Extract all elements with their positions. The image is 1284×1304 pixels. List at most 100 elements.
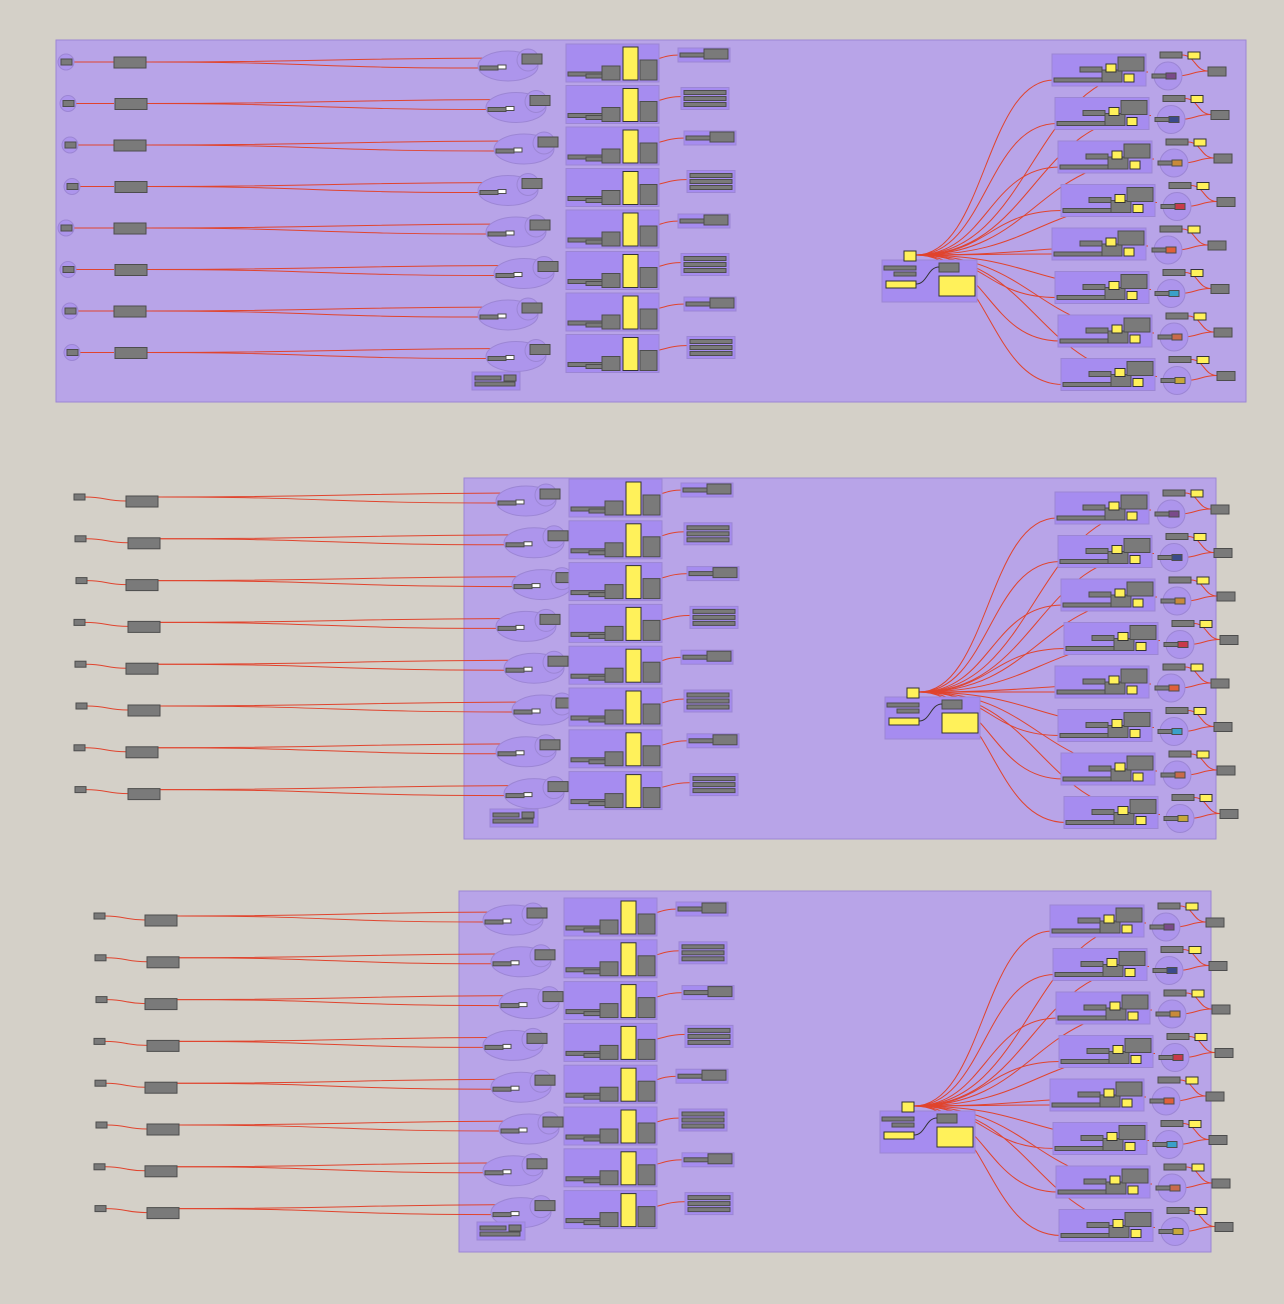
value-panel[interactable] <box>622 295 639 330</box>
component-node[interactable] <box>1082 284 1106 290</box>
input-param-node[interactable] <box>73 493 86 501</box>
component-node[interactable] <box>1126 755 1154 771</box>
component-node[interactable] <box>604 625 624 641</box>
colour-swatch[interactable] <box>1171 728 1183 735</box>
boolean-panel[interactable] <box>1185 1076 1199 1085</box>
component-node[interactable] <box>1154 291 1170 296</box>
component-node[interactable] <box>1162 663 1186 671</box>
component-node[interactable] <box>1213 548 1233 558</box>
input-param-node[interactable] <box>73 618 86 626</box>
number-slider-node[interactable] <box>144 1165 178 1178</box>
colour-swatch[interactable] <box>1168 684 1180 692</box>
boolean-panel[interactable] <box>1105 237 1117 247</box>
boolean-panel[interactable] <box>1193 312 1207 321</box>
boolean-panel[interactable] <box>1190 269 1204 277</box>
boolean-panel[interactable] <box>1112 1045 1124 1054</box>
component-node[interactable] <box>707 986 733 998</box>
number-slider-node[interactable] <box>146 1207 180 1220</box>
group-3[interactable] <box>93 890 1234 1253</box>
component-node[interactable] <box>474 375 502 381</box>
boolean-panel[interactable] <box>1121 1098 1133 1108</box>
number-slider-node[interactable] <box>125 746 159 759</box>
component-node[interactable] <box>637 913 656 935</box>
component-node[interactable] <box>637 955 656 977</box>
component-node[interactable] <box>492 1212 512 1218</box>
value-panel[interactable] <box>625 481 642 516</box>
toggle-node[interactable] <box>531 583 541 589</box>
component-node[interactable] <box>1162 269 1186 276</box>
boolean-panel[interactable] <box>1106 958 1118 967</box>
component-node[interactable] <box>1168 576 1192 584</box>
component-node[interactable] <box>1213 327 1233 338</box>
component-node[interactable] <box>1060 1233 1112 1238</box>
boolean-panel[interactable] <box>1135 642 1147 651</box>
hub-output-panel[interactable] <box>936 1126 974 1148</box>
component-node[interactable] <box>1159 225 1183 233</box>
component-node[interactable] <box>1085 548 1109 554</box>
component-node[interactable] <box>677 1073 703 1079</box>
list-item-node[interactable] <box>683 268 727 273</box>
colour-swatch[interactable] <box>1172 1228 1184 1235</box>
component-node[interactable] <box>1053 77 1105 83</box>
number-slider-node[interactable] <box>146 1123 180 1136</box>
boolean-panel[interactable] <box>1111 545 1123 554</box>
component-node[interactable] <box>601 65 621 81</box>
component-node[interactable] <box>492 818 534 824</box>
component-node[interactable] <box>1157 729 1173 734</box>
component-node[interactable] <box>703 48 729 60</box>
list-item-node[interactable] <box>692 788 736 794</box>
component-node[interactable] <box>893 271 917 277</box>
component-node[interactable] <box>1059 559 1111 564</box>
component-node[interactable] <box>1124 1212 1152 1227</box>
boolean-panel[interactable] <box>1123 247 1135 257</box>
colour-swatch[interactable] <box>1163 1097 1175 1105</box>
component-node[interactable] <box>537 261 559 272</box>
component-node[interactable] <box>599 1170 619 1186</box>
component-node[interactable] <box>1091 635 1115 641</box>
boolean-panel[interactable] <box>1129 555 1141 564</box>
component-node[interactable] <box>642 494 661 516</box>
boolean-panel[interactable] <box>1109 1001 1121 1011</box>
component-node[interactable] <box>1115 1081 1143 1097</box>
component-node[interactable] <box>521 811 535 819</box>
component-node[interactable] <box>1163 989 1187 997</box>
toggle-node[interactable] <box>502 1043 512 1049</box>
number-slider-node[interactable] <box>127 620 161 633</box>
value-panel[interactable] <box>622 212 639 247</box>
component-node[interactable] <box>706 650 732 662</box>
component-node[interactable] <box>1152 1142 1168 1147</box>
component-node[interactable] <box>1056 689 1108 695</box>
list-item-node[interactable] <box>692 614 736 620</box>
component-node[interactable] <box>639 308 658 330</box>
number-slider-node[interactable] <box>125 495 159 508</box>
component-node[interactable] <box>1213 153 1233 164</box>
component-node[interactable] <box>712 567 738 579</box>
component-node[interactable] <box>604 542 624 558</box>
toggle-node[interactable] <box>510 1085 520 1091</box>
boolean-panel[interactable] <box>1117 632 1129 641</box>
component-node[interactable] <box>539 613 561 625</box>
component-node[interactable] <box>642 787 661 809</box>
list-item-node[interactable] <box>686 698 730 704</box>
component-node[interactable] <box>1171 794 1195 801</box>
component-node[interactable] <box>1057 1015 1109 1021</box>
list-item-node[interactable] <box>687 1195 731 1201</box>
number-slider-node[interactable] <box>114 347 148 359</box>
boolean-panel[interactable] <box>1103 1088 1115 1098</box>
component-node[interactable] <box>547 530 569 542</box>
component-node[interactable] <box>1088 765 1112 772</box>
toggle-node[interactable] <box>515 499 525 505</box>
component-node[interactable] <box>599 961 619 977</box>
number-slider-node[interactable] <box>113 56 147 69</box>
boolean-panel[interactable] <box>1196 182 1210 190</box>
group-2[interactable] <box>73 477 1239 840</box>
component-node[interactable] <box>601 148 621 164</box>
hub-output-panel[interactable] <box>941 712 979 734</box>
input-param-node[interactable] <box>94 1079 107 1087</box>
component-node[interactable] <box>1166 1207 1190 1214</box>
component-node[interactable] <box>1208 961 1228 971</box>
component-node[interactable] <box>505 793 525 799</box>
component-node[interactable] <box>1126 361 1154 376</box>
component-node[interactable] <box>1159 51 1183 59</box>
value-panel[interactable] <box>625 648 642 683</box>
